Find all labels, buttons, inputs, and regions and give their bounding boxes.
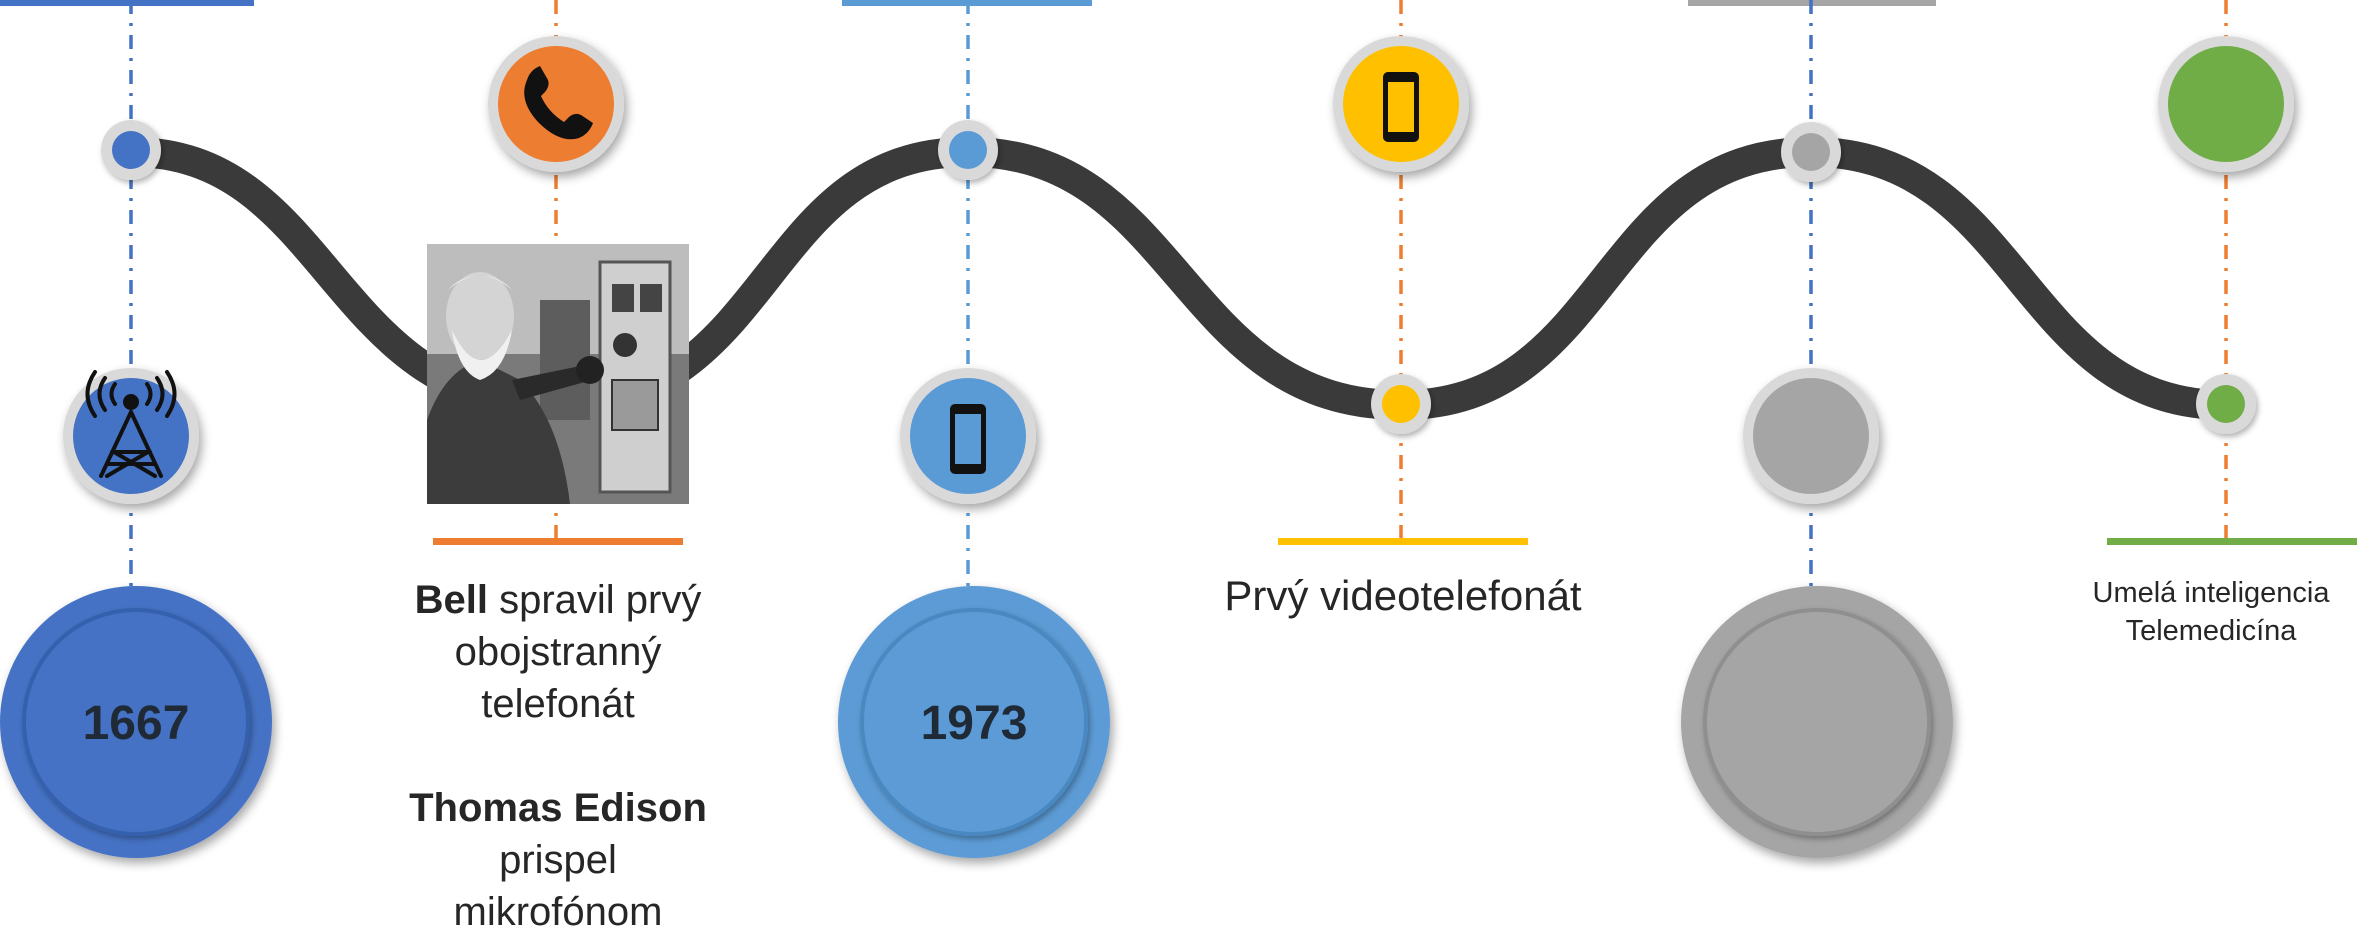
milestone-2-name: Bell bbox=[414, 578, 488, 622]
top-bar-1 bbox=[0, 0, 254, 6]
wave-dot-4 bbox=[1371, 374, 1431, 434]
icon-circle-5 bbox=[1743, 368, 1879, 504]
portrait-photo bbox=[427, 244, 689, 504]
milestone-2-text-5: mikrofónom bbox=[453, 890, 663, 934]
milestone-6-text-2: Telemedicína bbox=[2125, 615, 2297, 647]
milestone-6-text-1: Umelá inteligencia bbox=[2092, 577, 2330, 609]
milestone-2-line-1: Bell spravil prvý bbox=[358, 574, 758, 626]
icon-circle-1 bbox=[63, 368, 199, 504]
radio-tower-icon bbox=[85, 370, 177, 478]
label-bar-2 bbox=[433, 538, 683, 545]
year-label-1: 1667 bbox=[82, 697, 190, 750]
milestone-2-name-2: Thomas Edison bbox=[409, 786, 707, 830]
wave-dot-5 bbox=[1781, 122, 1841, 182]
telephone-handset-icon bbox=[524, 66, 593, 140]
wave-dot-6 bbox=[2196, 374, 2256, 434]
year-circle-3 bbox=[838, 586, 1110, 858]
icon-circle-2 bbox=[488, 36, 624, 172]
icon-circle-4 bbox=[1333, 36, 1469, 172]
milestone-2-text: Bell spravil prvý obojstranný telefonát … bbox=[358, 574, 758, 938]
wave-dot-3 bbox=[938, 120, 998, 180]
milestone-2-text-1: spravil prvý bbox=[499, 578, 702, 622]
year-label-3: 1973 bbox=[920, 697, 1028, 750]
label-bar-4 bbox=[1278, 538, 1528, 545]
timeline-diagram bbox=[0, 0, 2357, 858]
milestone-2-text-4: prispel bbox=[499, 838, 617, 882]
icon-circle-6 bbox=[2158, 36, 2294, 172]
milestone-4-text: Prvý videotelefonát bbox=[1224, 572, 1582, 619]
wave-dot-1 bbox=[101, 120, 161, 180]
milestone-2-text-2: obojstranný bbox=[454, 630, 662, 674]
mobile-phone-icon bbox=[1383, 72, 1419, 142]
icon-circle-3 bbox=[900, 368, 1036, 504]
milestone-6-text: Umelá inteligencia Telemedicína bbox=[2066, 574, 2356, 650]
year-circle-5 bbox=[1681, 586, 1953, 858]
label-bar-6 bbox=[2107, 538, 2357, 545]
year-circle-1 bbox=[0, 586, 272, 858]
mobile-phone-icon bbox=[950, 404, 986, 474]
milestone-2-text-3: telefonát bbox=[481, 682, 635, 726]
